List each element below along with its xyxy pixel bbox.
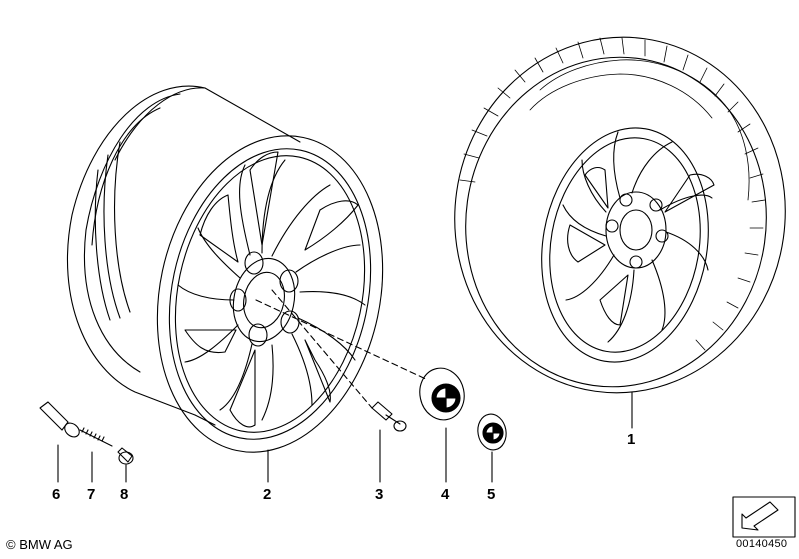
- wheel-tire-illustration: [454, 36, 786, 394]
- callout-1: 1: [627, 431, 635, 448]
- copyright-notice: © BMW AG: [6, 537, 73, 552]
- callout-3: 3: [375, 486, 383, 503]
- callout-4: 4: [441, 486, 450, 503]
- callout-2: 2: [263, 486, 271, 503]
- hub-cap-part: [255, 299, 465, 483]
- rim-illustration: [66, 85, 384, 453]
- callout-6: 6: [52, 486, 60, 503]
- valve-cap-part: [117, 447, 134, 483]
- callout-5: 5: [487, 486, 495, 503]
- callout-7: 7: [87, 486, 95, 503]
- valve-part: [39, 401, 80, 483]
- wheel-bolt-part: [271, 289, 407, 483]
- diagram-number: 00140450: [736, 538, 788, 550]
- valve-core-part: [79, 427, 113, 483]
- emblem-part: [477, 413, 507, 483]
- direction-arrow-icon: [732, 496, 796, 538]
- callout-8: 8: [120, 486, 128, 503]
